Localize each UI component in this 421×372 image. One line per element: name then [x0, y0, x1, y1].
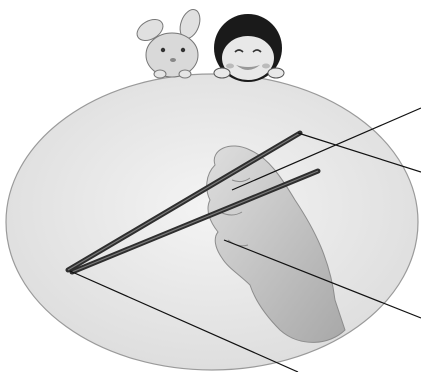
- boy-character: [214, 14, 284, 82]
- rabbit-character: [133, 7, 203, 78]
